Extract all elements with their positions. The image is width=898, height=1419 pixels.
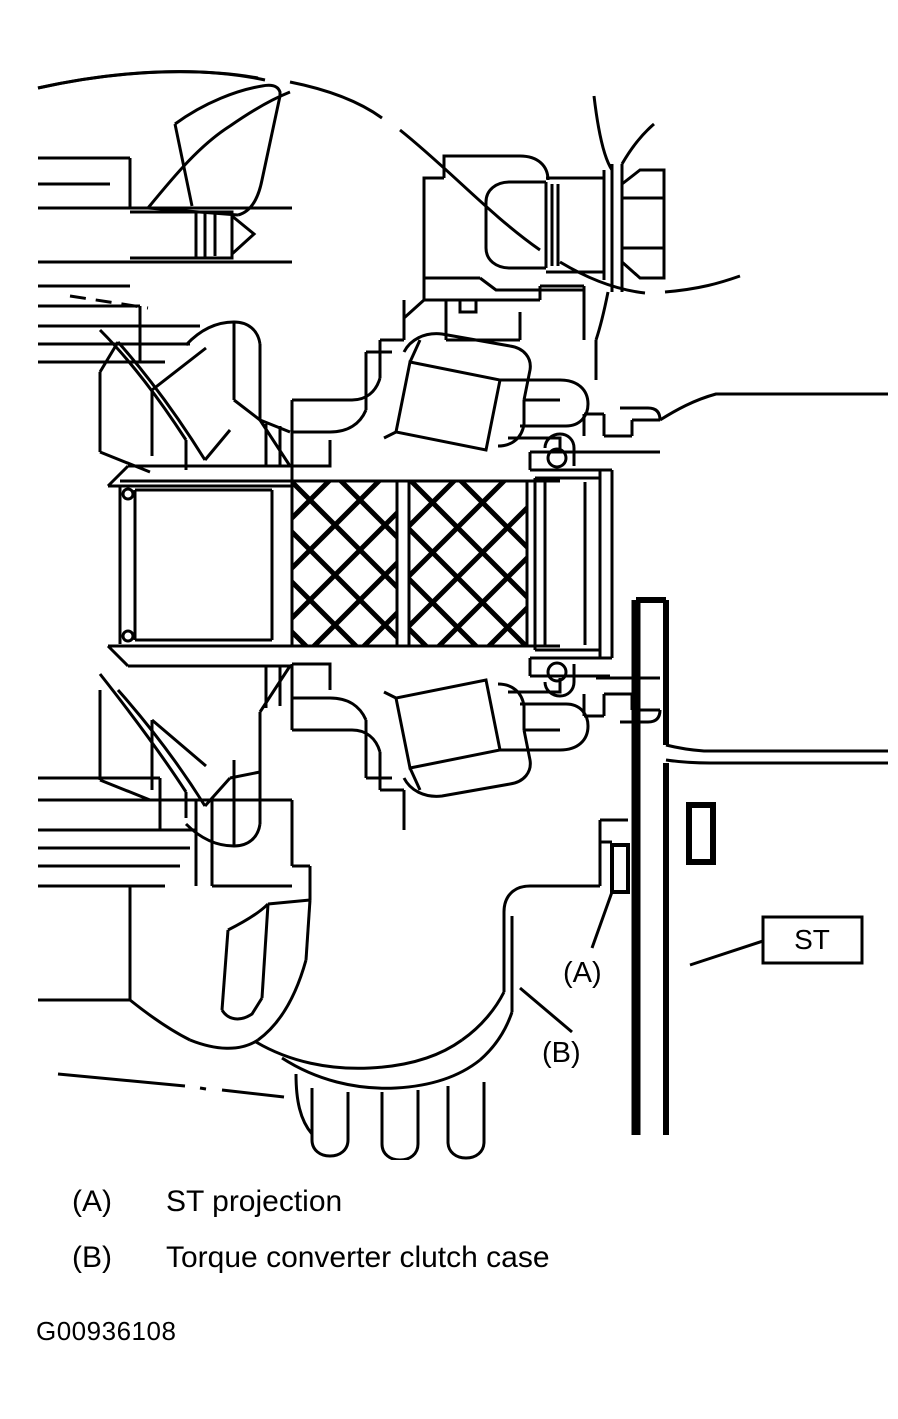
- left-ledge-plate: [106, 419, 294, 488]
- lower-roller-block: [383, 678, 532, 798]
- legend-text-b: Torque converter clutch case: [166, 1241, 550, 1274]
- clutch-case-body: [129, 898, 312, 1050]
- cross-hatch-left: [292, 481, 397, 646]
- lower-break-line: [57, 1072, 285, 1099]
- right-drum-block: [533, 470, 614, 658]
- lower-center-structure: [290, 662, 590, 830]
- housing-outer-top: [37, 70, 259, 90]
- leader-st: [689, 938, 767, 967]
- legend-row-b: (B) Torque converter clutch case: [0, 1241, 898, 1275]
- upper-left-plug: [130, 210, 257, 260]
- left-upper-web: [98, 320, 291, 474]
- left-lower-web: [98, 644, 292, 848]
- upper-center-structure: [290, 300, 406, 468]
- callout-b: (B): [542, 1037, 581, 1069]
- st-label: ST: [794, 924, 830, 955]
- legend-key-a: (A): [72, 1185, 112, 1218]
- st-label-box: [761, 915, 864, 965]
- case-lower-contour: [255, 884, 600, 1090]
- st-projection: [610, 843, 630, 894]
- figure-id: G00936108: [36, 1316, 177, 1346]
- left-lower-flange: [38, 776, 312, 1002]
- st-tool: [631, 597, 888, 1135]
- drawing-geometry: [37, 70, 888, 1160]
- left-hidden-edge: [69, 294, 149, 310]
- right-housing-contour: [659, 392, 888, 422]
- st-projection-shoulder: [598, 818, 628, 886]
- legend-key-b: (B): [72, 1241, 112, 1274]
- technical-drawing: ST (A) (B): [37, 70, 888, 1160]
- bolt-assembly: [402, 95, 666, 380]
- upper-seal-assembly: [528, 406, 662, 472]
- upper-break-line: [37, 70, 741, 295]
- cross-hatch-right: [409, 481, 527, 646]
- callout-leaders: [519, 891, 767, 1034]
- legend-text-a: ST projection: [166, 1185, 343, 1218]
- callout-a: (A): [563, 957, 602, 989]
- case-fins: [294, 1073, 486, 1160]
- figure-legend: (A) ST projection (B) Torque converter c…: [0, 1185, 898, 1297]
- leader-b: [519, 986, 573, 1034]
- cross-section-svg: ST (A) (B): [37, 70, 888, 1160]
- upper-right-tubes: [500, 378, 590, 452]
- upper-left-rib: [146, 83, 291, 217]
- leader-a: [590, 891, 614, 949]
- upper-roller-block: [383, 332, 532, 452]
- legend-row-a: (A) ST projection: [0, 1185, 898, 1219]
